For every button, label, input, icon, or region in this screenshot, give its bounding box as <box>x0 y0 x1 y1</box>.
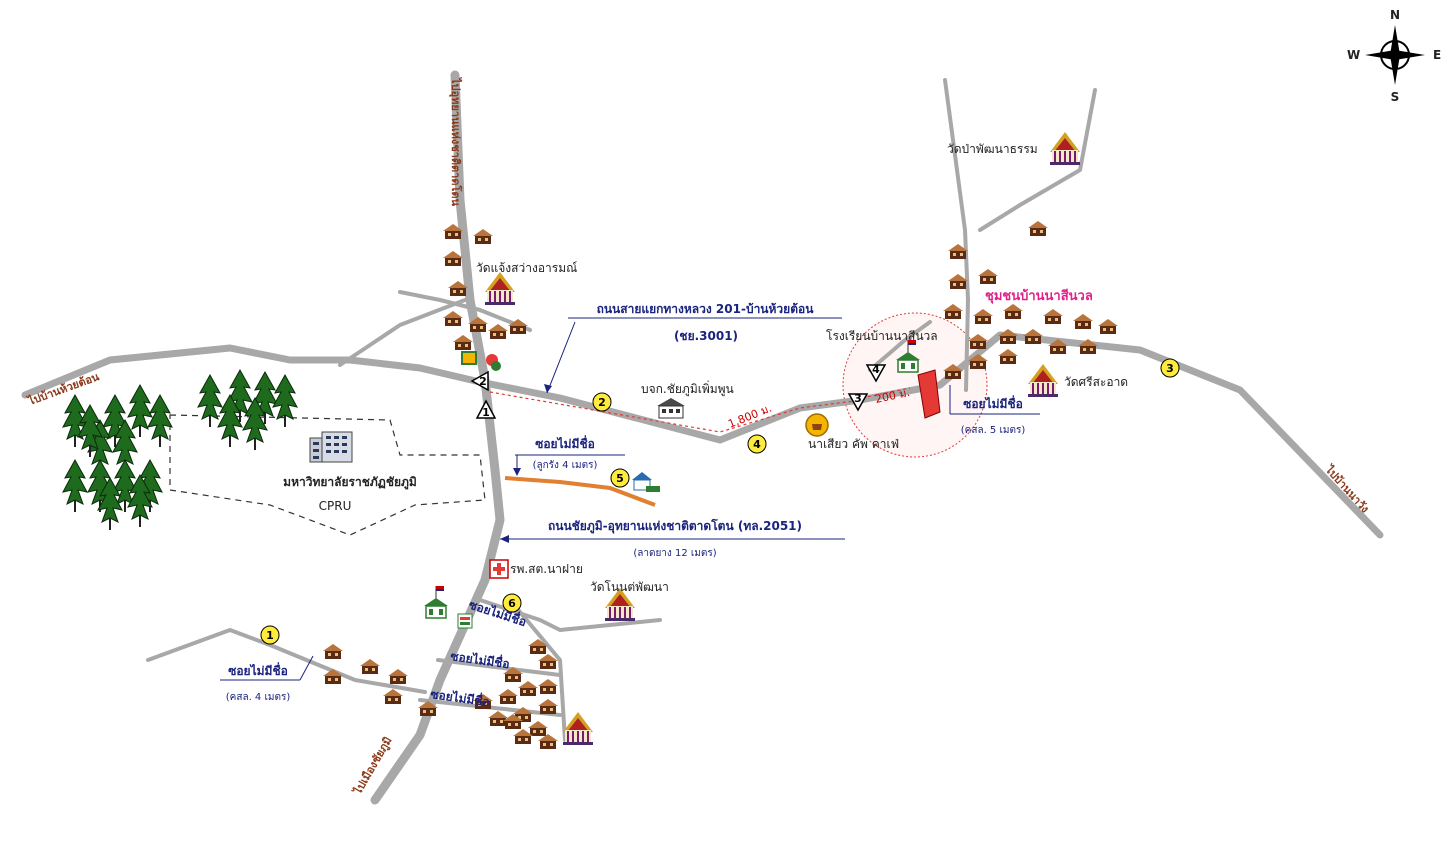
concrete-5-name: ซอยไม่มีชื่อ <box>963 395 1023 411</box>
main-road-code: (ชย.3001) <box>674 329 738 343</box>
university-building-icon <box>309 431 353 463</box>
laterite-alley-surface: (ลูกรัง 4 เมตร) <box>533 460 598 471</box>
svg-text:2: 2 <box>479 375 487 388</box>
distance-line-1800 <box>489 391 863 433</box>
laterite-alley-name: ซอยไม่มีชื่อ <box>535 435 595 451</box>
marker-2: 2 <box>592 392 612 412</box>
hospital-icon <box>489 559 509 579</box>
compass-e: E <box>1433 48 1441 62</box>
gas-station-icon <box>461 351 501 371</box>
wat-non-label: วัดโนนต่พัฒนา <box>590 580 669 594</box>
wat-chaeng-label: วัดแจ้งสว่างอารมณ์ <box>476 261 577 275</box>
node-3: 3 <box>847 392 869 412</box>
svg-text:1: 1 <box>482 406 490 419</box>
wat-pa-label: วัดป่าพัฒนาธรรม <box>947 142 1038 156</box>
to-east-label: ไปบ้านนาวัง <box>1321 461 1372 515</box>
main-road <box>21 331 1384 539</box>
to-north-label: ไปอุทยานแห่งชาติตาดโตน <box>448 76 463 207</box>
marker-5: 5 <box>610 468 630 488</box>
distance-line-200 <box>861 387 911 399</box>
to-south-label: ไปเมืองชัยภูมิ <box>349 734 395 799</box>
marker-6: 6 <box>502 593 522 613</box>
node-2: 2 <box>470 370 489 392</box>
laterite-alley <box>504 476 656 507</box>
temple-wat-pa-icon <box>1049 131 1081 166</box>
company-icon <box>657 398 685 419</box>
node-4: 4 <box>865 363 887 383</box>
temple-wat-chaeng-icon <box>484 271 516 306</box>
compass-s: S <box>1391 90 1400 104</box>
concrete-4-name: ซอยไม่มีชื่อ <box>228 662 288 678</box>
forest <box>62 369 298 531</box>
marker-3: 3 <box>1160 358 1180 378</box>
svg-text:2: 2 <box>598 396 606 409</box>
temple-wat-si-icon <box>1027 363 1059 398</box>
university-label: มหาวิทยาลัยราชภัฏชัยภูมิ <box>283 475 417 490</box>
concrete-5-callout: ซอยไม่มีชื่อ (คสล. 5 เมตร) <box>949 385 1040 436</box>
marker-1: 1 <box>260 625 280 645</box>
compass-w: W <box>1347 48 1360 62</box>
hospital-label: รพ.สต.นาฝาย <box>510 562 583 576</box>
svg-text:3: 3 <box>1166 362 1174 375</box>
main-road-callout: ถนนสายแยกทางหลวง 201-บ้านห้วยต้อน (ชย.30… <box>544 302 842 394</box>
svg-text:4: 4 <box>753 438 761 451</box>
concrete-4-surface: (คสล. 4 เมตร) <box>226 692 291 703</box>
compass: N S E W <box>1347 8 1441 104</box>
school-south-icon <box>423 585 449 619</box>
laterite-alley-callout: ซอยไม่มีชื่อ (ลูกรัง 4 เมตร) <box>513 435 625 476</box>
svg-text:5: 5 <box>616 472 624 485</box>
svg-text:6: 6 <box>508 597 516 610</box>
cafe-icon <box>805 413 829 437</box>
node-1: 1 <box>475 399 497 419</box>
community-label: ชุมชนบ้านนาสีนวล <box>985 288 1093 304</box>
svg-text:1: 1 <box>266 629 274 642</box>
school-label: โรงเรียนบ้านนาสีนวล <box>826 329 938 343</box>
highway-name: ถนนชัยภูมิ-อุทยานแห่งชาติตาดโตน (ทล.2051… <box>548 518 802 534</box>
highway-callout: ถนนชัยภูมิ-อุทยานแห่งชาติตาดโตน (ทล.2051… <box>500 518 845 559</box>
highway-surface: (ลาดยาง 12 เมตร) <box>633 548 716 559</box>
alley-5-house-icon <box>632 472 660 492</box>
cafe-label: นาเสียว คัพ คาเฟ่ <box>808 437 899 451</box>
seven-eleven-icon <box>457 613 473 629</box>
temple-south-icon <box>562 711 594 746</box>
concrete-5-surface: (คสล. 5 เมตร) <box>961 425 1026 436</box>
concrete-4-callout: ซอยไม่มีชื่อ (คสล. 4 เมตร) <box>220 655 314 703</box>
svg-text:4: 4 <box>872 363 880 376</box>
community-zone <box>842 312 988 458</box>
marker-4: 4 <box>747 434 767 454</box>
compass-n: N <box>1390 8 1400 22</box>
target-site <box>917 369 941 419</box>
main-road-name: ถนนสายแยกทางหลวง 201-บ้านห้วยต้อน <box>597 302 815 316</box>
university-abbr-label: CPRU <box>319 499 352 513</box>
svg-text:3: 3 <box>854 392 862 405</box>
south-alley-2: ซอยไม่มีชื่อ <box>450 647 511 671</box>
company-label: บจก.ชัยภูมิเพิ่มพูน <box>641 380 734 397</box>
wat-si-label: วัดศรีสะอาด <box>1064 375 1128 389</box>
